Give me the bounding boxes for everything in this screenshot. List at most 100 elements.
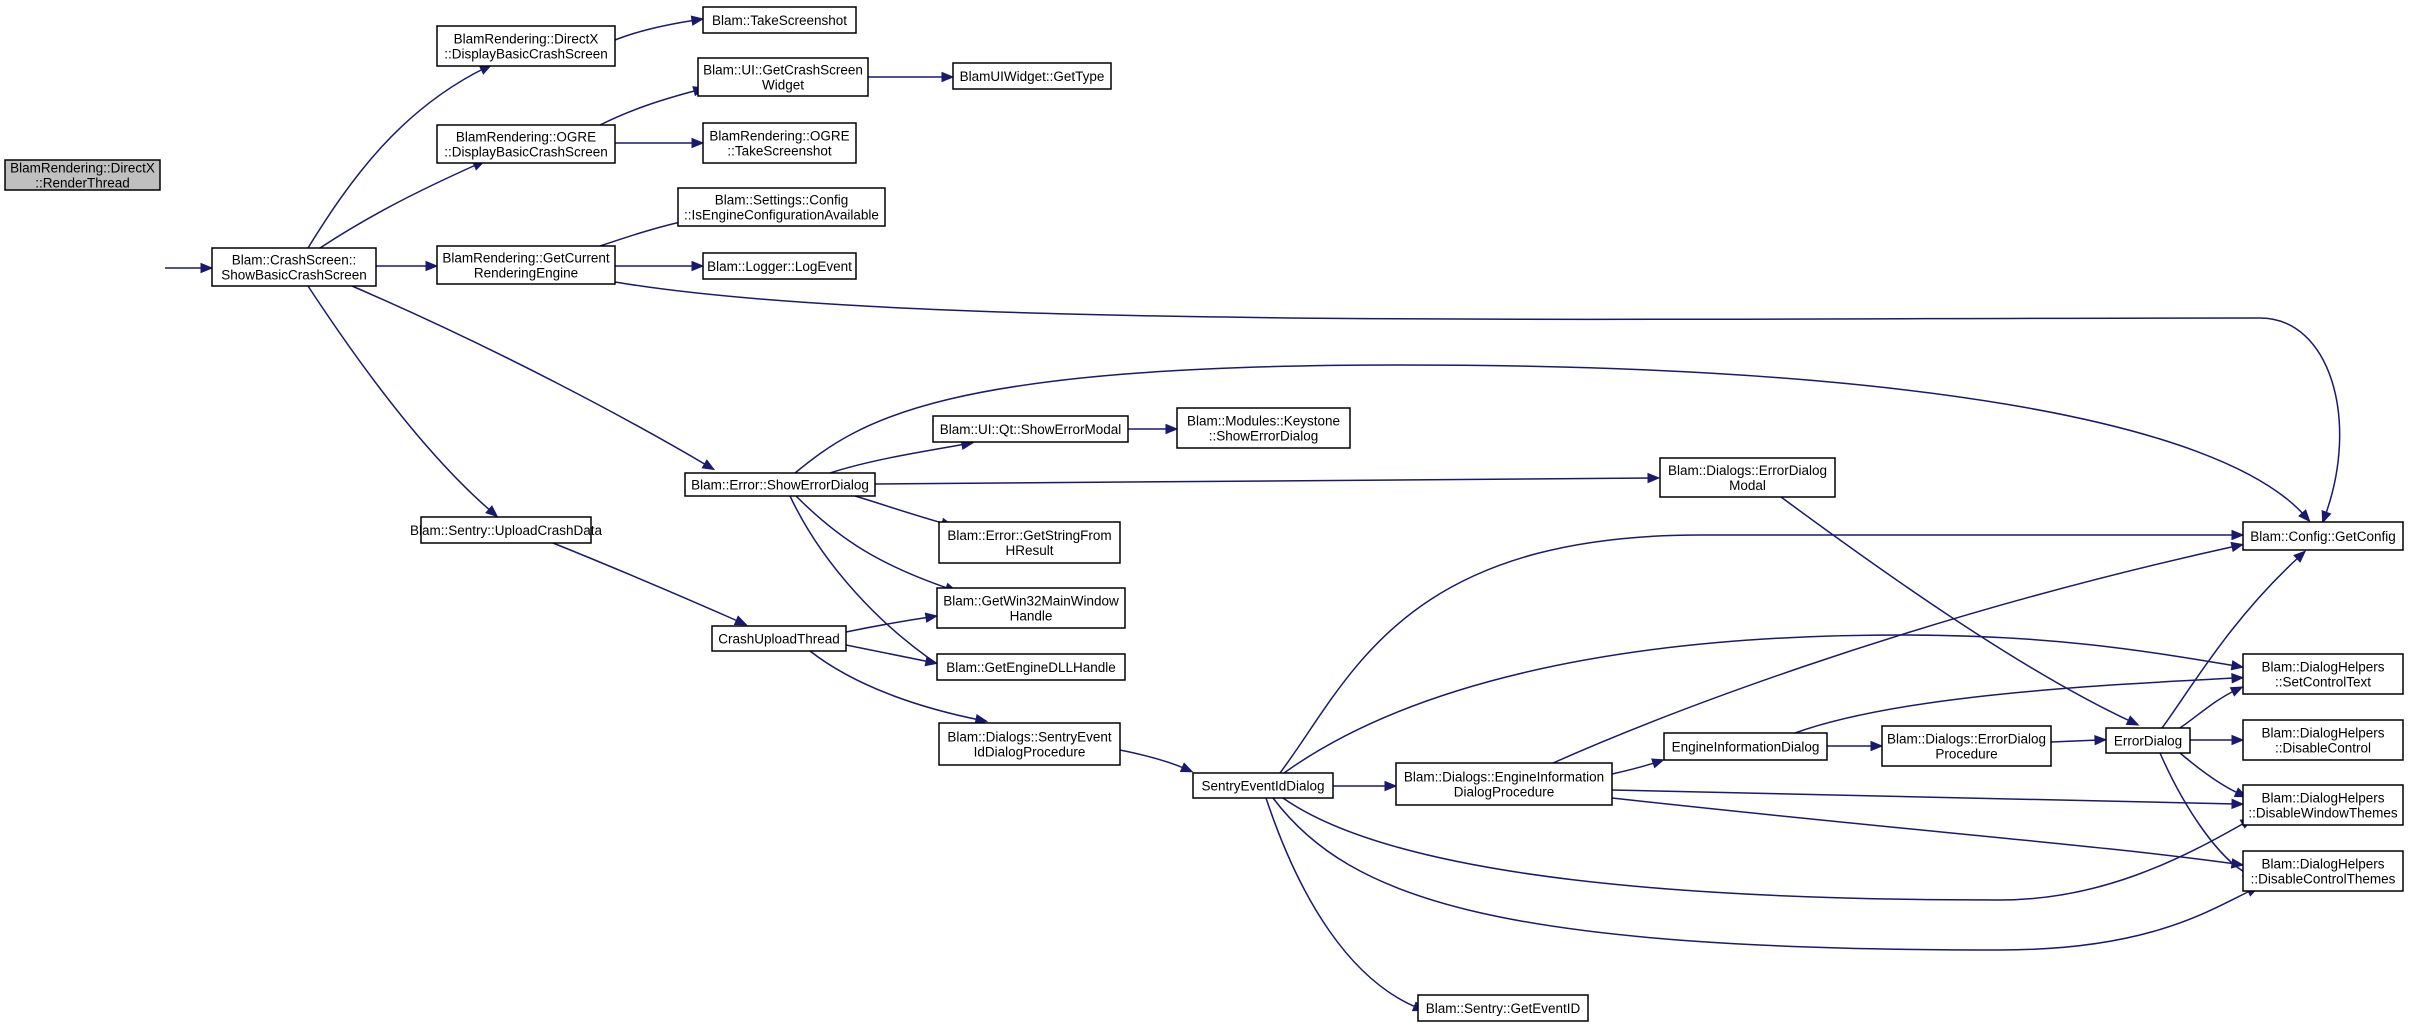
- node-label: BlamRendering::DirectX: [10, 161, 155, 176]
- node-box[interactable]: [2242, 521, 2404, 551]
- node-n10[interactable]: BlamUIWidget::GetType: [952, 62, 1112, 90]
- node-n6[interactable]: Blam::Sentry::UploadCrashData: [410, 516, 603, 544]
- edge-line: [795, 495, 951, 590]
- edge-n26-n28: [2190, 734, 2245, 746]
- node-label: IdDialogProcedure: [974, 745, 1086, 760]
- node-box[interactable]: [1417, 994, 1589, 1022]
- node-box[interactable]: [677, 187, 886, 227]
- node-n14[interactable]: Blam::UI::Qt::ShowErrorModal: [932, 415, 1129, 443]
- node-n19[interactable]: Blam::GetEngineDLLHandle: [936, 653, 1126, 681]
- node-box[interactable]: [4, 159, 161, 191]
- node-box[interactable]: [932, 415, 1129, 443]
- node-box[interactable]: [684, 472, 876, 497]
- edge-arrowhead: [690, 15, 705, 26]
- node-box[interactable]: [1192, 772, 1334, 799]
- edge-n2-n7: [614, 15, 705, 41]
- edge-line: [2159, 752, 2249, 875]
- node-label: ::DisplayBasicCrashScreen: [444, 145, 608, 160]
- edge-n5-n19: [789, 495, 964, 681]
- node-label: HResult: [1005, 543, 1053, 558]
- node-n20[interactable]: CrashUploadThread: [711, 625, 847, 652]
- node-box[interactable]: [2105, 727, 2191, 754]
- node-label: BlamUIWidget::GetType: [960, 69, 1105, 84]
- node-box[interactable]: [436, 124, 616, 164]
- node-box[interactable]: [952, 62, 1112, 90]
- node-n15[interactable]: Blam::Modules::Keystone::ShowErrorDialog: [1176, 407, 1351, 449]
- node-n26[interactable]: ErrorDialog: [2105, 727, 2191, 754]
- node-box[interactable]: [936, 653, 1126, 681]
- node-n5[interactable]: Blam::Error::ShowErrorDialog: [684, 472, 876, 497]
- node-n22[interactable]: SentryEventIdDialog: [1192, 772, 1334, 799]
- node-box[interactable]: [702, 6, 857, 34]
- node-box[interactable]: [1663, 732, 1828, 761]
- node-box[interactable]: [436, 25, 616, 67]
- node-n13[interactable]: Blam::Config::GetConfig: [2242, 521, 2404, 551]
- node-box[interactable]: [436, 245, 616, 285]
- node-label: BlamRendering::GetCurrent: [442, 251, 610, 266]
- node-label: Blam::Sentry::GetEventID: [1426, 1001, 1581, 1016]
- node-n0[interactable]: BlamRendering::DirectX::RenderThread: [4, 159, 161, 191]
- edge-n22-n30: [1272, 797, 2260, 951]
- node-n1[interactable]: Blam::CrashScreen::ShowBasicCrashScreen: [211, 247, 377, 287]
- edge-line: [1119, 749, 1187, 770]
- node-label: Blam::Settings::Config: [715, 193, 849, 208]
- edge-line: [614, 19, 697, 41]
- node-n3[interactable]: BlamRendering::OGRE::DisplayBasicCrashSc…: [436, 124, 616, 164]
- edge-n26-n27: [2179, 686, 2244, 729]
- node-n24[interactable]: EngineInformationDialog: [1663, 732, 1828, 761]
- node-n9[interactable]: BlamRendering::OGRE::TakeScreenshot: [702, 122, 857, 164]
- node-box[interactable]: [2242, 719, 2404, 761]
- node-label: Blam::GetEngineDLLHandle: [946, 660, 1116, 675]
- node-label: Blam::GetWin32MainWindow: [943, 594, 1119, 609]
- node-box[interactable]: [711, 625, 847, 652]
- edge-arrowhead: [924, 655, 939, 667]
- edge-arrowhead: [733, 615, 748, 626]
- node-n27[interactable]: Blam::DialogHelpers::SetControlText: [2242, 653, 2404, 695]
- edge-arrowhead: [1384, 780, 1398, 792]
- edge-line: [2050, 739, 2100, 743]
- node-box[interactable]: [938, 521, 1121, 564]
- nodes-layer: BlamRendering::DirectX::RenderThreadBlam…: [4, 6, 2404, 1022]
- node-n11[interactable]: Blam::Settings::Config::IsEngineConfigur…: [677, 187, 886, 227]
- node-box[interactable]: [1176, 407, 1351, 449]
- edge-n1-n6: [307, 285, 499, 518]
- node-box[interactable]: [2242, 784, 2404, 826]
- node-box[interactable]: [1395, 762, 1613, 806]
- node-box[interactable]: [420, 516, 592, 544]
- node-n2[interactable]: BlamRendering::DirectX::DisplayBasicCras…: [436, 25, 616, 67]
- node-box[interactable]: [1659, 457, 1836, 498]
- node-n29[interactable]: Blam::DialogHelpers::DisableWindowThemes: [2242, 784, 2404, 826]
- node-box[interactable]: [702, 122, 857, 164]
- node-box[interactable]: [938, 722, 1121, 766]
- node-label: CrashUploadThread: [718, 632, 840, 647]
- node-box[interactable]: [697, 57, 869, 97]
- node-box[interactable]: [1881, 725, 2052, 767]
- node-n31[interactable]: Blam::Sentry::GetEventID: [1417, 994, 1589, 1022]
- node-label: ::DisplayBasicCrashScreen: [444, 47, 608, 62]
- node-n7[interactable]: Blam::TakeScreenshot: [702, 6, 857, 34]
- node-n23[interactable]: Blam::Dialogs::EngineInformationDialogPr…: [1395, 762, 1613, 806]
- edge-arrowhead: [691, 137, 705, 149]
- node-box[interactable]: [2242, 850, 2404, 892]
- edge-n6-n20: [552, 542, 748, 626]
- node-box[interactable]: [211, 247, 377, 287]
- node-box[interactable]: [936, 587, 1126, 629]
- edge-arrowhead: [2094, 734, 2108, 746]
- edge-arrowhead: [2298, 509, 2311, 523]
- node-n28[interactable]: Blam::DialogHelpers::DisableControl: [2242, 719, 2404, 761]
- node-box[interactable]: [702, 252, 857, 280]
- edge-n21-n22: [1119, 749, 1194, 773]
- edge-arrowhead: [2229, 686, 2244, 697]
- node-box[interactable]: [2242, 653, 2404, 695]
- node-n12[interactable]: Blam::Logger::LogEvent: [702, 252, 857, 280]
- node-n21[interactable]: Blam::Dialogs::SentryEventIdDialogProced…: [938, 722, 1121, 766]
- edges-layer: [165, 15, 2341, 1012]
- edge-n22-n23: [1333, 780, 1398, 792]
- node-n30[interactable]: Blam::DialogHelpers::DisableControlTheme…: [2242, 850, 2404, 892]
